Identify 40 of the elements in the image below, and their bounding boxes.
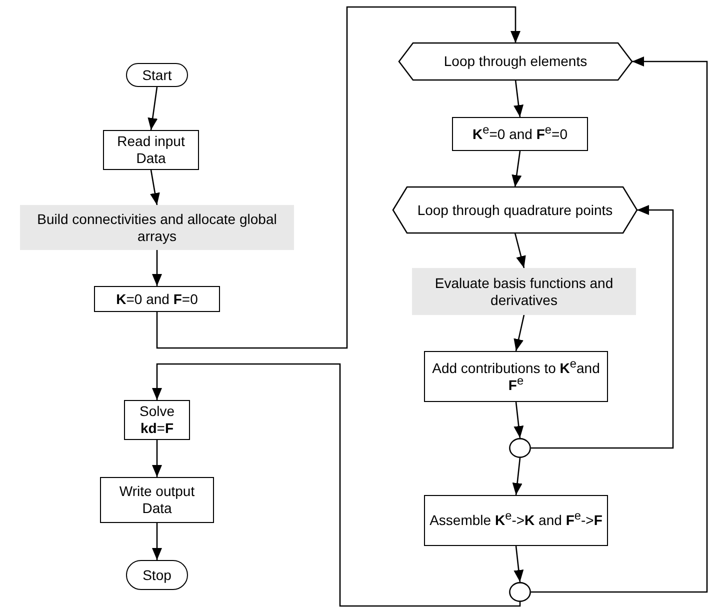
node-label: K=0 and F=0 — [115, 290, 199, 308]
node-label: Assemble K$^{e}$->K and F$^{e}$->F — [428, 512, 604, 529]
process-box — [412, 268, 636, 315]
arrow — [514, 232, 526, 268]
arrow — [531, 205, 674, 449]
node-label: K$^{e}$=0 and F$^{e}$=0 — [471, 126, 568, 142]
arrow — [531, 56, 708, 593]
arrow — [514, 402, 524, 438]
process-box — [103, 130, 199, 170]
arrow — [152, 363, 521, 607]
arrow — [512, 150, 522, 188]
node-label: Start — [141, 66, 173, 84]
arrow — [152, 523, 162, 560]
process-box — [20, 205, 294, 250]
node-label: Loop through quadrature points — [416, 202, 614, 218]
arrow — [512, 458, 522, 496]
node-label: Add contributions to K$^{e}$and F$^{e}$ — [431, 360, 601, 394]
node-label: Evaluate basis functions and derivatives — [434, 274, 614, 308]
terminator-pill — [126, 560, 188, 590]
arrow — [514, 80, 524, 118]
arrow — [156, 6, 520, 349]
arrow — [152, 440, 162, 477]
process-box — [124, 400, 190, 440]
arrow — [514, 546, 524, 582]
node-label: Loop through elements — [442, 53, 588, 70]
terminator-pill — [126, 63, 188, 87]
node-label: Stop — [142, 566, 172, 584]
node-label: Read input Data — [116, 133, 186, 167]
arrow — [152, 250, 162, 286]
arrow — [150, 170, 160, 206]
process-box — [424, 495, 608, 546]
process-box — [100, 477, 214, 523]
arrow — [514, 314, 525, 352]
process-box — [452, 117, 588, 151]
node-label: Build connectivities and allocate global arrays — [36, 210, 278, 244]
node-label: Solve kd=F — [138, 403, 176, 437]
node-label: Write output Data — [118, 483, 196, 517]
process-box — [424, 351, 608, 402]
arrow — [148, 86, 158, 130]
process-box — [94, 286, 220, 312]
